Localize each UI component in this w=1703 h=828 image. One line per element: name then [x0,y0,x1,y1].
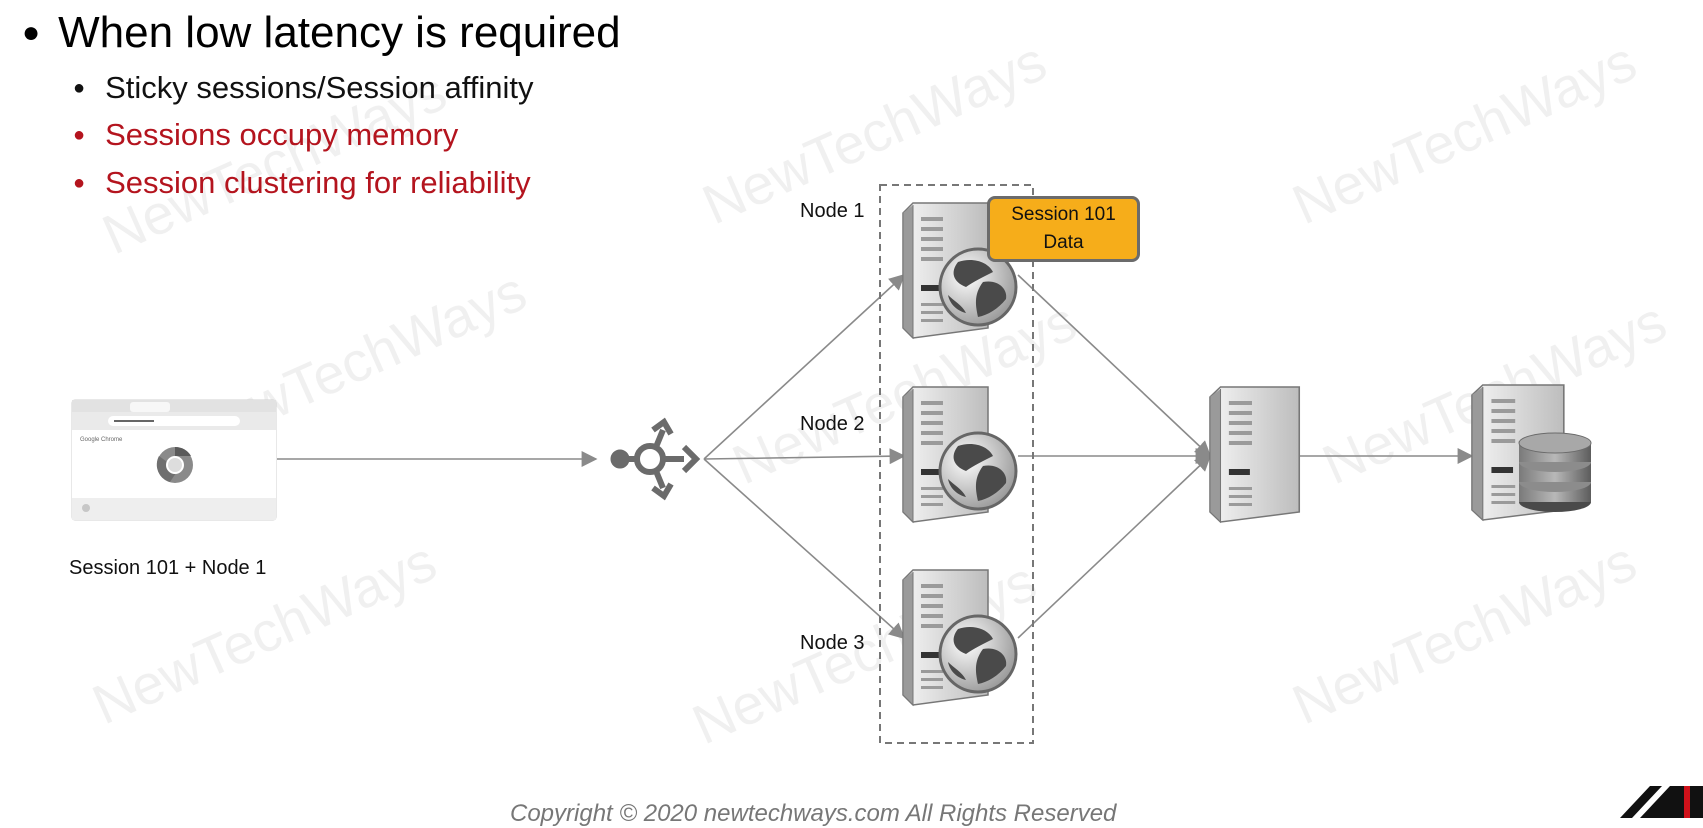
bullet-list: ●When low latency is required [22,8,621,58]
globe-icon [938,614,1018,694]
sub-bullet-memory: ●Sessions occupy memory [73,117,459,152]
main-bullet: ●When low latency is required [22,8,621,57]
copyright-footer: Copyright © 2020 newtechways.com All Rig… [510,800,1117,827]
node-2-label: Node 2 [800,413,865,435]
node-3-label: Node 3 [800,632,865,654]
callout-line-1: Session 101 [1011,204,1116,225]
node-1-label: Node 1 [800,200,865,222]
brand-logo [1620,786,1703,818]
session-data-callout: Session 101 Data [987,196,1140,262]
globe-icon [938,431,1018,511]
database-server-icon [1471,384,1592,521]
connections [277,273,1474,640]
browser-window: Google Chrome [71,399,277,521]
web-server-node-2 [902,386,1018,523]
sub-bullet-text: Sessions occupy memory [105,117,459,152]
web-server-node-3 [902,569,1018,706]
sub-bullet-text: Sticky sessions/Session affinity [105,70,534,105]
browser-title: Google Chrome [80,437,123,443]
chrome-logo [156,446,193,483]
sub-bullet-clustering: ●Session clustering for reliability [73,165,531,200]
browser-caption: Session 101 + Node 1 [69,557,267,579]
main-bullet-text: When low latency is required [58,8,621,57]
callout-line-2: Data [1043,232,1084,253]
sub-bullet-text: Session clustering for reliability [105,165,531,200]
sub-bullet-sticky: ●Sticky sessions/Session affinity [73,70,534,105]
app-server-icon [1209,386,1301,523]
load-balancer-icon [610,417,701,501]
cluster-boundary [879,184,1034,744]
